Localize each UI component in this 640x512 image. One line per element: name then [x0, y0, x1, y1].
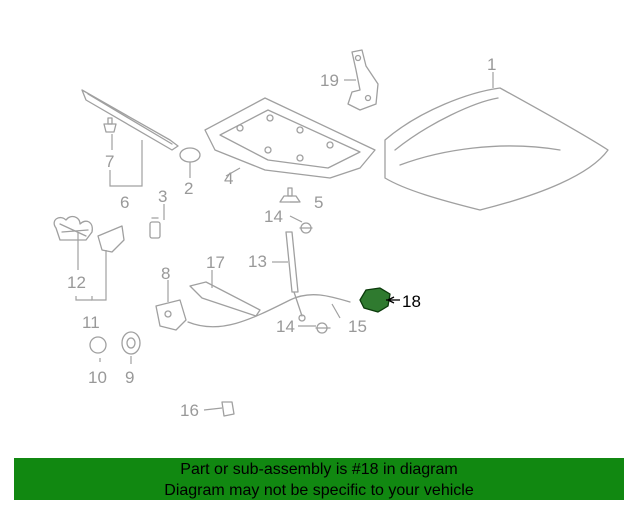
part-bumper-10[interactable] — [89, 336, 107, 354]
part-clip-14-upper[interactable] — [299, 222, 313, 234]
callout-16: 16 — [180, 401, 199, 420]
footer-banner: Part or sub-assembly is #18 in diagram D… — [14, 458, 624, 500]
callout-7: 7 — [105, 152, 114, 171]
callout-6: 6 — [120, 193, 129, 212]
callout-11: 11 — [82, 313, 100, 332]
callout-9: 9 — [125, 368, 134, 387]
part-clip-5[interactable] — [279, 187, 301, 203]
part-hinge[interactable] — [347, 49, 379, 111]
callout-4: 4 — [224, 169, 233, 188]
footer-line-1: Part or sub-assembly is #18 in diagram — [180, 461, 458, 478]
callout-18: 18 — [402, 292, 421, 311]
part-clip-14-lower[interactable] — [315, 322, 331, 334]
callout-15: 15 — [348, 317, 367, 336]
parts-diagram: 1 2 3 4 5 6 7 8 9 10 11 12 13 14 14 15 1… — [53, 49, 609, 420]
part-spring[interactable] — [53, 215, 93, 241]
part-bumper-3[interactable] — [149, 217, 161, 239]
part-insulator[interactable] — [204, 97, 376, 179]
callout-2: 2 — [184, 179, 193, 198]
callout-3: 3 — [158, 187, 167, 206]
callout-12: 12 — [67, 273, 86, 292]
part-bumper-9[interactable] — [121, 331, 141, 355]
part-gas-strut[interactable] — [285, 231, 306, 322]
part-clip-7[interactable] — [103, 117, 117, 133]
part-latch[interactable] — [155, 299, 187, 331]
callout-17: 17 — [206, 253, 225, 272]
callout-5: 5 — [314, 193, 323, 212]
part-support-rod[interactable] — [189, 281, 261, 317]
callout-14-upper: 14 — [264, 207, 283, 226]
callout-13: 13 — [248, 252, 267, 271]
part-release-cable[interactable] — [187, 294, 351, 328]
callout-8: 8 — [161, 264, 170, 283]
part-clip-16[interactable] — [221, 401, 235, 417]
footer-line-2: Diagram may not be specific to your vehi… — [164, 482, 474, 499]
callout-19: 19 — [320, 71, 339, 90]
part-hood[interactable] — [384, 87, 609, 211]
callout-10: 10 — [88, 368, 107, 387]
part-plug[interactable] — [179, 147, 201, 163]
part-18-highlighted[interactable] — [359, 287, 400, 313]
part-seal-strip[interactable] — [81, 89, 179, 151]
callout-14-lower: 14 — [276, 317, 295, 336]
leader-lines — [75, 72, 494, 411]
part-release-bracket[interactable] — [97, 225, 125, 253]
callout-1: 1 — [487, 55, 496, 74]
